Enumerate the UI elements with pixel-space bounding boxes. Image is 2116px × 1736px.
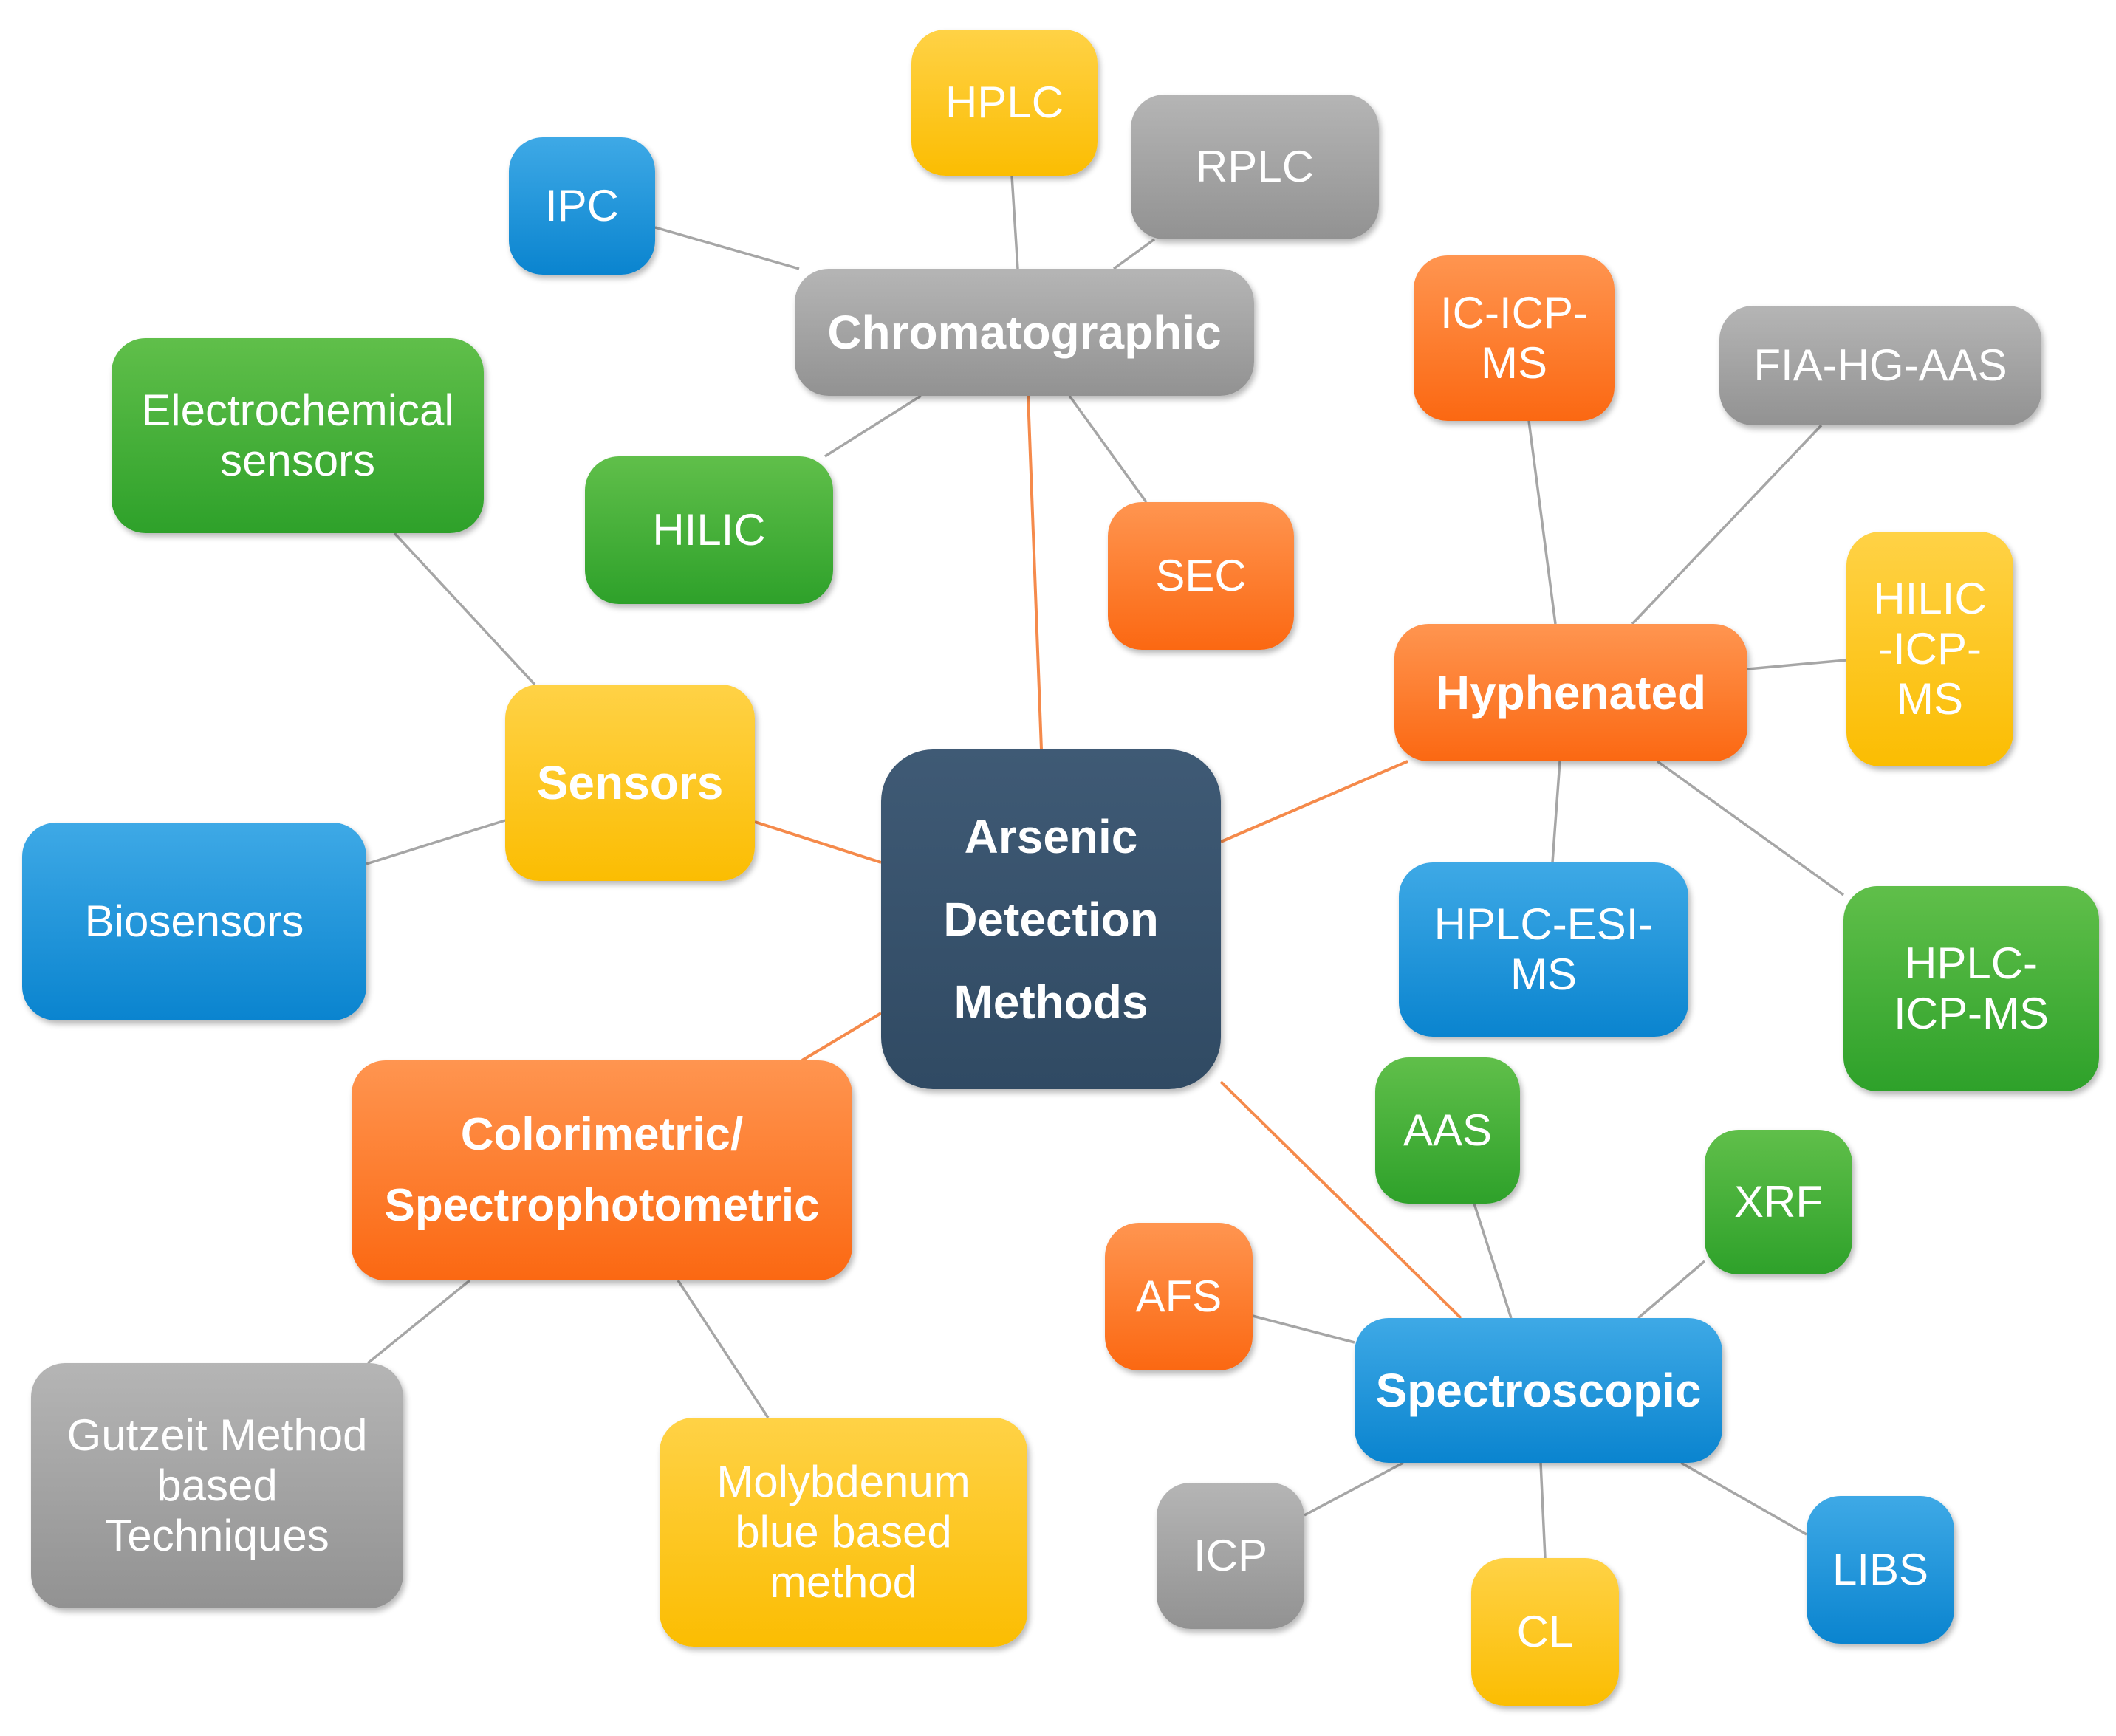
method-sec: SEC — [1108, 502, 1294, 650]
link-sens-bio — [366, 819, 506, 865]
category-hyphenated: Hyphenated — [1394, 624, 1747, 761]
link-center-sensors — [754, 820, 882, 864]
method-biosensors: Biosensors — [22, 823, 366, 1020]
link-chrom-sec — [1068, 394, 1148, 504]
link-sens-elec — [393, 532, 536, 686]
center-node-arsenic-detection-methods: Arsenic Detection Methods — [881, 749, 1221, 1089]
method-hilic-icp-ms: HILIC -ICP- MS — [1846, 532, 2013, 766]
method-electrochemical-sensors: Electrochemical sensors — [112, 338, 484, 533]
method-fia-hg-aas: FIA-HG-AAS — [1719, 306, 2041, 425]
category-sensors: Sensors — [505, 685, 755, 881]
link-spec-libs — [1680, 1461, 1807, 1536]
link-center-colorimetric — [801, 1012, 883, 1062]
link-center-spectroscopic — [1219, 1080, 1462, 1320]
link-spec-xrf — [1637, 1260, 1706, 1320]
link-hyph-hilicicp — [1747, 659, 1847, 670]
link-hyph-hplcicp — [1656, 760, 1845, 896]
link-hyph-fia — [1631, 424, 1823, 625]
link-hyph-esi — [1551, 761, 1561, 863]
category-colorimetric-spectrophotometric: Colorimetric/ Spectrophotometric — [352, 1060, 852, 1280]
method-hplc-esi-ms: HPLC-ESI- MS — [1399, 862, 1688, 1037]
method-hplc-icp-ms: HPLC- ICP-MS — [1843, 886, 2099, 1091]
link-spec-aas — [1473, 1203, 1513, 1319]
link-spec-cl — [1539, 1462, 1547, 1559]
method-rplc: RPLC — [1131, 95, 1379, 239]
category-spectroscopic: Spectroscopic — [1355, 1318, 1722, 1463]
method-hplc: HPLC — [911, 30, 1098, 176]
link-center-hyphenated — [1220, 760, 1408, 843]
link-spec-afs — [1252, 1314, 1355, 1344]
link-spec-icp — [1304, 1461, 1404, 1517]
link-hyph-icicp — [1527, 420, 1557, 625]
link-center-chromatographic — [1027, 395, 1043, 750]
link-chrom-rplc — [1112, 238, 1156, 270]
method-afs: AFS — [1105, 1223, 1253, 1370]
link-color-moly — [677, 1280, 770, 1418]
method-cl: CL — [1471, 1558, 1619, 1706]
method-aas: AAS — [1375, 1057, 1520, 1204]
link-color-gutz — [366, 1279, 471, 1365]
method-icp: ICP — [1157, 1483, 1304, 1629]
method-gutzeit-based-techniques: Gutzeit Method based Techniques — [31, 1363, 403, 1608]
method-ic-icp-ms: IC-ICP- MS — [1414, 255, 1615, 421]
method-hilic: HILIC — [585, 456, 833, 604]
method-libs: LIBS — [1807, 1496, 1954, 1644]
method-molybdenum-blue: Molybdenum blue based method — [660, 1418, 1027, 1647]
method-xrf: XRF — [1705, 1130, 1852, 1274]
link-chrom-hplc — [1010, 175, 1019, 270]
link-chrom-hilic — [824, 394, 922, 458]
category-chromatographic: Chromatographic — [795, 269, 1254, 396]
link-chrom-ipc — [654, 226, 800, 270]
method-ipc: IPC — [509, 137, 655, 275]
